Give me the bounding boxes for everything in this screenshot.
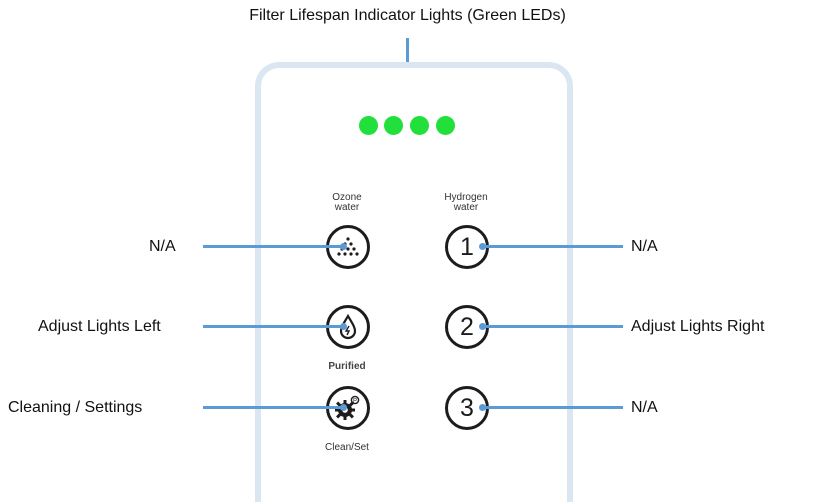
- button-2-label: 2: [460, 312, 474, 341]
- callout-line-button-1: [483, 245, 623, 248]
- label-ozone-na: N/A: [149, 238, 176, 255]
- filter-led-2: [384, 116, 403, 135]
- filter-led-4: [436, 116, 455, 135]
- callout-dot-clean-set: [340, 404, 347, 411]
- label-cleaning-settings: Cleaning / Settings: [8, 399, 143, 416]
- purified-caption: Purified: [328, 361, 366, 372]
- clean-set-caption: Clean/Set: [325, 442, 369, 453]
- button-3-label: 3: [460, 393, 474, 422]
- hydrogen-water-caption-text: Hydrogen water: [444, 192, 488, 213]
- label-adjust-lights-left: Adjust Lights Left: [38, 318, 161, 335]
- control-panel: [255, 62, 573, 502]
- filter-led-1: [359, 116, 378, 135]
- callout-dot-button-3: [479, 404, 486, 411]
- diagram-title: Filter Lifespan Indicator Lights (Green …: [249, 7, 566, 24]
- svg-text:P: P: [353, 398, 357, 404]
- callout-dot-button-2: [479, 323, 486, 330]
- callout-line-button-3: [483, 406, 623, 409]
- filter-led-3: [410, 116, 429, 135]
- callout-dot-ozone: [340, 243, 347, 250]
- callout-dot-purified: [340, 323, 347, 330]
- label-button-3-na: N/A: [631, 399, 658, 416]
- hydrogen-water-caption: Hydrogen water: [431, 193, 501, 213]
- label-adjust-lights-right: Adjust Lights Right: [631, 318, 765, 335]
- callout-line-clean-set: [203, 406, 343, 409]
- callout-line-button-2: [483, 325, 623, 328]
- callout-line-ozone: [203, 245, 343, 248]
- label-button-1-na: N/A: [631, 238, 658, 255]
- ozone-water-caption: Ozone water: [317, 193, 377, 213]
- button-1-label: 1: [460, 232, 474, 261]
- ozone-water-caption-text: Ozone water: [332, 192, 362, 213]
- callout-dot-button-1: [479, 243, 486, 250]
- callout-line-purified: [203, 325, 343, 328]
